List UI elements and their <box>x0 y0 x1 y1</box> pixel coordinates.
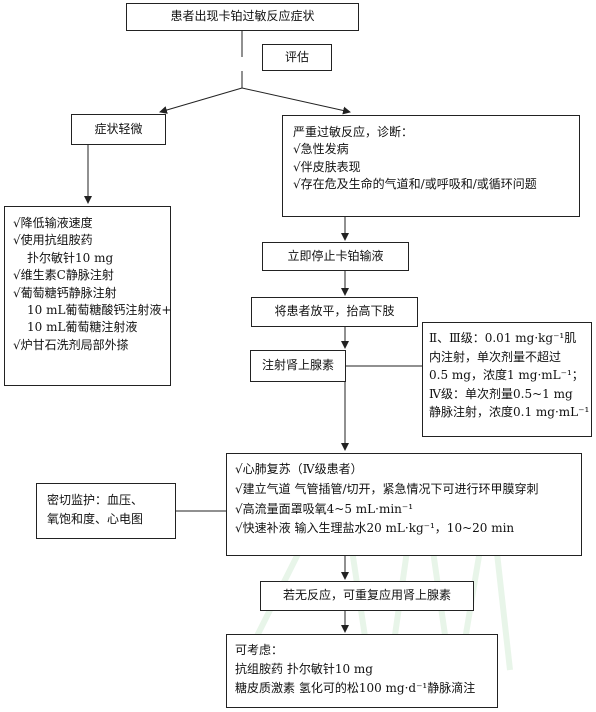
node-stop-infusion: 立即停止卡铂输液 <box>262 242 409 271</box>
mild-treatment-line: √炉甘石洗剂局部外搽 <box>13 337 129 352</box>
node-inject-epinephrine: 注射肾上腺素 <box>250 350 346 382</box>
node-mild: 症状轻微 <box>71 114 166 145</box>
severe-line: √存在危及生命的气道和/或呼吸和/或循环问题 <box>293 177 537 192</box>
consider-line: 可考虑： <box>235 643 284 657</box>
node-position-patient: 将患者放平，抬高下肢 <box>251 297 418 327</box>
dose-line: Ⅳ级：单次剂量0.5~1 mg <box>429 386 573 401</box>
dose-line: Ⅱ、Ⅲ级：0.01 mg·kg⁻¹肌 <box>429 331 577 345</box>
consider-line: 抗组胺药 扑尔敏针10 mg <box>235 662 373 677</box>
monitor-line: 密切监护：血压、 <box>47 493 144 507</box>
mild-treatment-line: 扑尔敏针10 mg <box>27 250 114 265</box>
node-repeat-epinephrine-text: 若无反应，可重复应用肾上腺素 <box>282 588 451 603</box>
node-monitor: 密切监护：血压、 氧饱和度、心电图 <box>36 483 176 539</box>
node-cpr: √心肺复苏（Ⅳ级患者） √建立气道 气管插管/切开，紧急情况下可进行环甲膜穿刺 … <box>226 453 582 556</box>
mild-treatment-line: √降低输液速度 <box>13 216 93 230</box>
node-dose: Ⅱ、Ⅲ级：0.01 mg·kg⁻¹肌 内注射，单次剂量不超过 0.5 mg，浓度… <box>422 322 592 437</box>
node-mild-treatment: √降低输液速度 √使用抗组胺药 扑尔敏针10 mg √维生素C静脉注射 √葡萄糖… <box>4 206 172 386</box>
cpr-line: √建立气道 气管插管/切开，紧急情况下可进行环甲膜穿刺 <box>235 481 539 496</box>
node-start: 患者出现卡铂过敏反应症状 <box>126 3 359 31</box>
cpr-line: √快速补液 输入生理盐水20 mL·kg⁻¹，10~20 min <box>235 521 515 536</box>
node-stop-infusion-text: 立即停止卡铂输液 <box>287 248 384 263</box>
mild-treatment-line: 10 mL葡萄糖注射液 <box>27 320 138 335</box>
dose-line: 0.5 mg，浓度1 mg·mL⁻¹； <box>429 368 584 383</box>
mild-treatment-line: √葡萄糖钙静脉注射 <box>13 285 117 300</box>
mild-treatment-line: √维生素C静脉注射 <box>13 268 114 283</box>
node-assess: 评估 <box>262 44 332 71</box>
severe-line: √急性发病 <box>293 142 349 157</box>
node-mild-text: 症状轻微 <box>94 121 143 136</box>
monitor-line: 氧饱和度、心电图 <box>47 512 144 527</box>
node-consider: 可考虑： 抗组胺药 扑尔敏针10 mg 糖皮质激素 氢化可的松100 mg·d⁻… <box>226 634 498 708</box>
node-inject-epinephrine-text: 注射肾上腺素 <box>261 358 334 373</box>
mild-treatment-line: √使用抗组胺药 <box>13 233 93 248</box>
node-assess-text: 评估 <box>284 49 309 64</box>
cpr-line: √高流量面罩吸氧4~5 mL·min⁻¹ <box>235 501 414 516</box>
dose-line: 静脉注射，浓度0.1 mg·mL⁻¹ <box>429 405 590 420</box>
dose-line: 内注射，单次剂量不超过 <box>429 349 562 364</box>
mild-treatment-line: 10 mL葡萄糖酸钙注射液+ <box>27 302 172 317</box>
severe-line: 严重过敏反应，诊断： <box>293 125 414 139</box>
node-start-text: 患者出现卡铂过敏反应症状 <box>170 9 315 24</box>
node-position-patient-text: 将患者放平，抬高下肢 <box>274 304 395 319</box>
node-severe: 严重过敏反应，诊断： √急性发病 √伴皮肤表现 √存在危及生命的气道和/或呼吸和… <box>282 115 580 217</box>
cpr-line: √心肺复苏（Ⅳ级患者） <box>235 462 363 476</box>
severe-line: √伴皮肤表现 <box>293 159 361 174</box>
consider-line: 糖皮质激素 氢化可的松100 mg·d⁻¹静脉滴注 <box>235 681 476 696</box>
node-repeat-epinephrine: 若无反应，可重复应用肾上腺素 <box>260 581 474 611</box>
